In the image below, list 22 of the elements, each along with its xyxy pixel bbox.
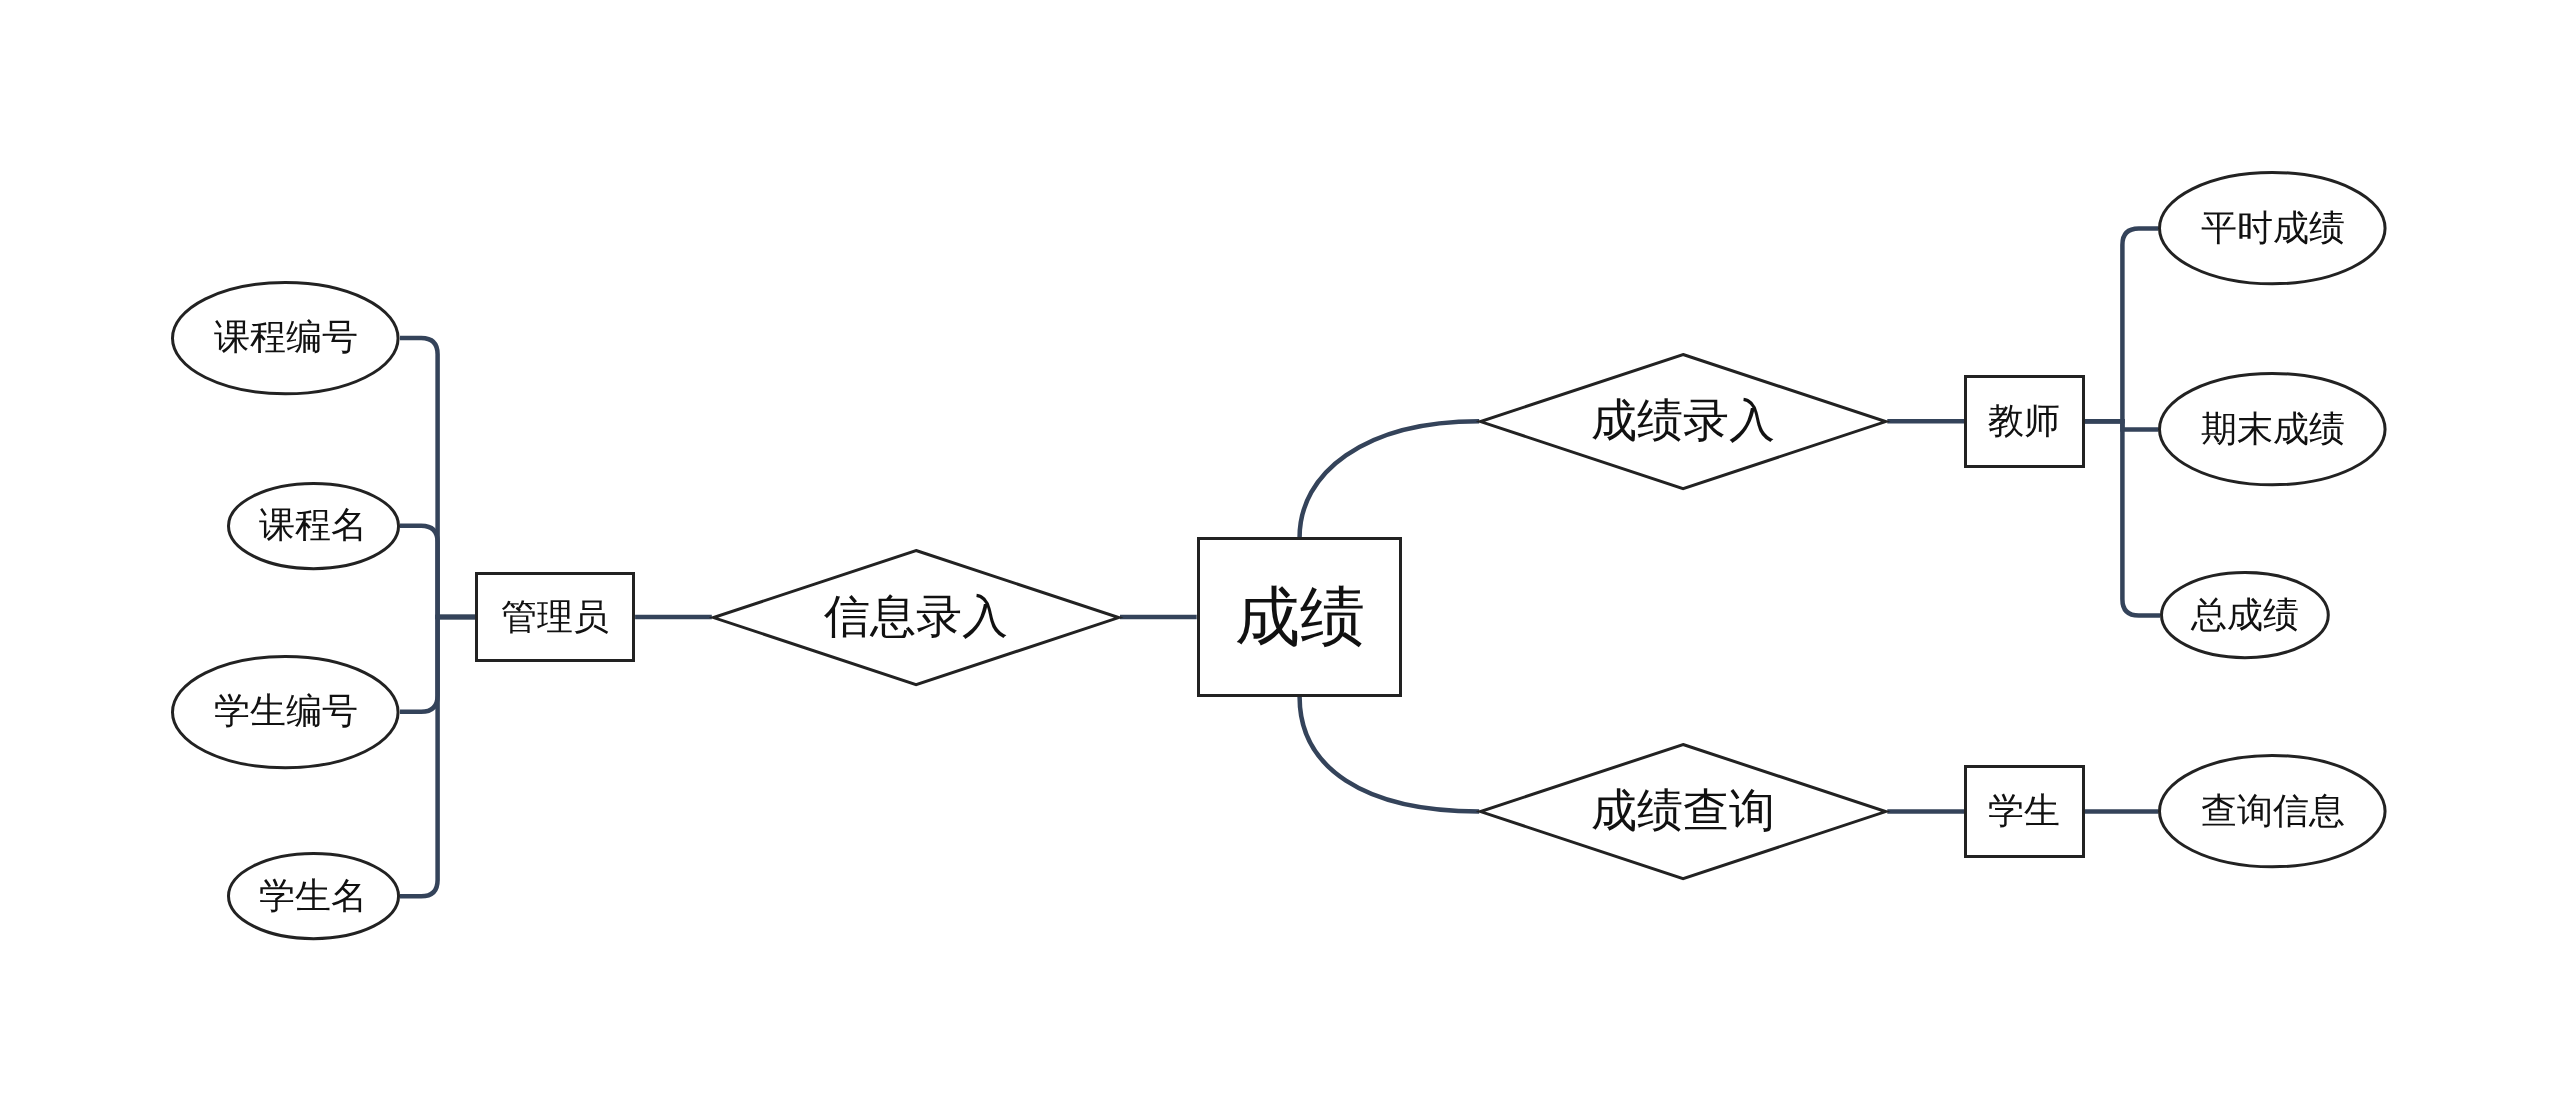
connector-line [1120, 614, 1197, 620]
entity-box: 成绩 [1196, 537, 1403, 698]
attribute-label: 学生编号 [213, 689, 358, 734]
attribute-label: 课程编号 [213, 315, 358, 360]
connector-line [635, 614, 712, 620]
attribute-label: 学生名 [259, 873, 368, 918]
connector-line [2084, 809, 2159, 814]
attribute-label: 期末成绩 [2200, 406, 2345, 451]
entity-box: 学生 [1964, 764, 2085, 858]
connector-line [1297, 418, 1480, 538]
attribute-label: 总成绩 [2190, 593, 2299, 637]
attribute-label: 课程名 [259, 503, 368, 548]
connector-line [1887, 418, 1965, 424]
diamond-label: 成绩录入 [1591, 393, 1776, 450]
attribute-label: 平时成绩 [2200, 206, 2345, 251]
connector-line [1887, 809, 1965, 814]
diamond-label: 信息录入 [823, 589, 1008, 646]
connector-line [1297, 696, 1480, 814]
entity-box: 管理员 [475, 572, 636, 662]
attribute-label: 查询信息 [2200, 788, 2345, 833]
diamond-label: 成绩查询 [1591, 783, 1776, 840]
entity-box: 教师 [1964, 374, 2085, 468]
